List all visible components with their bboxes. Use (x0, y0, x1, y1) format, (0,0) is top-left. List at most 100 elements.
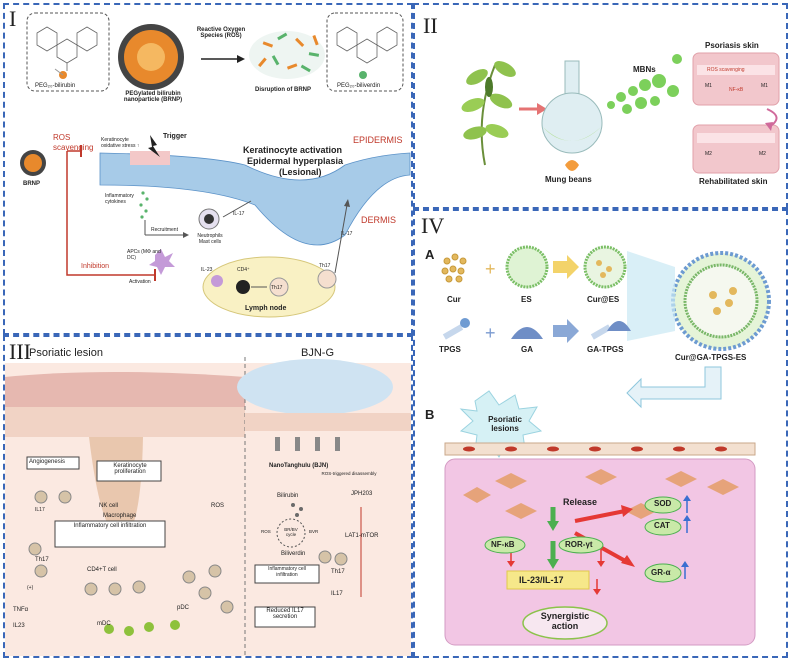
il17-label-iii-b: IL17 (331, 591, 343, 597)
bilirubin-label: Bilirubin (277, 493, 299, 499)
brnp-small-icon (20, 150, 46, 176)
trigger-label: Trigger (163, 133, 187, 140)
nanotanghulu-label: NanoTanghulu (BJN) (269, 463, 329, 469)
plus-icon-a: + (485, 259, 496, 279)
gr-pill (644, 563, 682, 583)
brnp-label: BRNP (23, 181, 41, 187)
plus-label: (+) (27, 585, 34, 591)
ros-scavenging-label-ii: ROS scavenging (707, 67, 745, 73)
plus-icon-b: + (485, 323, 496, 343)
proliferation-box (96, 460, 162, 482)
synergistic-ellipse (522, 606, 608, 640)
psoriasis-skin-label: Psoriasis skin (705, 41, 759, 50)
ga-label: GA (521, 345, 533, 354)
section-a-label: A (425, 247, 435, 262)
panel-curcumin-ethosome: IV A B + (413, 209, 788, 658)
panel-III-illustration (5, 357, 411, 656)
ga-icon (511, 327, 543, 339)
pdc-label: pDC (177, 605, 190, 611)
cytokine-dots (139, 191, 149, 219)
angiogenesis-label: Angiogenesis (29, 459, 66, 465)
th17-label-b: Th17 (319, 263, 331, 269)
keratinocyte-stress-label: Keratinocyte oxidative stress ↑ (101, 137, 140, 149)
lesional-label: (Lesional) (279, 167, 322, 177)
lymph-node-shape (202, 256, 336, 318)
cat-label: CAT (654, 521, 670, 530)
panel-I-illustration (20, 12, 411, 318)
ros-bar (130, 151, 170, 165)
light-beam (627, 251, 675, 341)
il23-il17-box (506, 570, 590, 590)
mbn-spheres (607, 54, 682, 114)
panel-label-I: I (9, 6, 17, 31)
epidermis-label: EPIDERMIS (353, 135, 403, 145)
nfkb-label-iv: NF-κB (491, 540, 515, 549)
brnp-nanoparticle-icon (118, 24, 184, 90)
panel-nanotanghulu: III (3, 335, 413, 658)
jph203-label: JPH203 (351, 491, 373, 497)
cur-dots-icon (441, 253, 467, 283)
br-bv-cycle-label: BR/BV cycle (284, 527, 298, 537)
th17-label-iii: Th17 (35, 557, 49, 563)
cur-label: Cur (447, 295, 461, 304)
il17-label-iii: IL17 (35, 507, 45, 513)
panel-II-illustration (461, 52, 780, 174)
down-arrow (626, 366, 722, 409)
final-particle-label: Cur@GA-TPGS-ES (675, 353, 747, 362)
cat-pill (644, 518, 682, 536)
bilirubin-molecule-icon (36, 26, 98, 71)
ros-label-iii: ROS (211, 503, 225, 509)
bjn-g-label: BJN-G (301, 347, 334, 359)
inhibition-label: Inhibition (81, 263, 110, 270)
infiltration-label-a: Inflammatory cell infiltration (73, 523, 147, 529)
psoriatic-lesion-label: Psoriatic lesion (29, 347, 103, 359)
nk-cell-label: NK cell (99, 503, 119, 509)
hyperplasia-label: Epidermal hyperplasia (247, 156, 344, 166)
il17-label-b: IL-17 (341, 231, 353, 237)
reduced-il17-label: Reduced IL17 secretion (266, 608, 304, 620)
arrow-ga-tpgs (553, 319, 579, 343)
ga-tpgs-icon (590, 321, 631, 340)
ror-pill (558, 536, 604, 554)
ros-disassembly-label: ROS-triggered disassembly (321, 471, 377, 476)
panel-mung-bean: II (413, 3, 788, 209)
il17-label-a: IL-17 (233, 211, 245, 217)
panel-label-IV: IV (421, 213, 445, 238)
lymph-node-label: Lymph node (245, 305, 287, 312)
nfkb-pill (484, 536, 526, 554)
m1-label-a: M1 (705, 83, 712, 89)
m2-label-b: M2 (759, 151, 766, 157)
es-label: ES (521, 295, 532, 304)
panel-bilirubin-nanoparticle: I (3, 3, 413, 335)
flask-icon (541, 60, 603, 171)
peg-bilirubin-label: PEG₂₀-bilirubin (35, 83, 76, 89)
mdc-cells (104, 620, 180, 636)
peg-green-dot-icon (359, 71, 367, 79)
lat1-label: LAT1-mTOR (345, 533, 379, 539)
psoriasis-skin-block (692, 52, 780, 106)
m1-label-b: M1 (761, 83, 768, 89)
nk-macrophage-box (54, 520, 166, 548)
peg-biliverdin-label: PEG₂₀-biliverdin (337, 83, 381, 89)
ros-arrow-label: Reactive Oxygen Species (ROS) (196, 27, 246, 39)
panel-label-II: II (423, 13, 438, 38)
panel-label-III: III (9, 339, 31, 364)
il23-label-iii: IL23 (13, 623, 25, 629)
sod-label: SOD (654, 499, 672, 508)
reduced-box (254, 606, 316, 628)
mbns-label: MBNs (633, 65, 656, 74)
th17-label-a: Th17 (271, 285, 283, 291)
psoriatic-lesions-label: Psoriatic lesions (488, 415, 522, 433)
epidermis-layer (99, 152, 411, 246)
angiogenesis-box (26, 456, 80, 470)
infiltration-label-b: Inflammatory cell infiltration (268, 566, 306, 578)
lightning-icon (148, 135, 160, 157)
sod-pill (644, 496, 682, 514)
cur-es-label: Cur@ES (587, 295, 620, 304)
cd4-tcell-label: CD4+T cell (87, 567, 117, 573)
neutrophils-label: Neutrophils Mast cells (197, 233, 223, 245)
brnp-name-label: PEGylated bilirubin nanoparticle (BRNP) (123, 91, 183, 103)
ga-tpgs-label: GA-TPGS (587, 345, 624, 354)
disrupted-particles-icon (249, 31, 325, 79)
macrophage-label: Macrophage (103, 513, 137, 519)
